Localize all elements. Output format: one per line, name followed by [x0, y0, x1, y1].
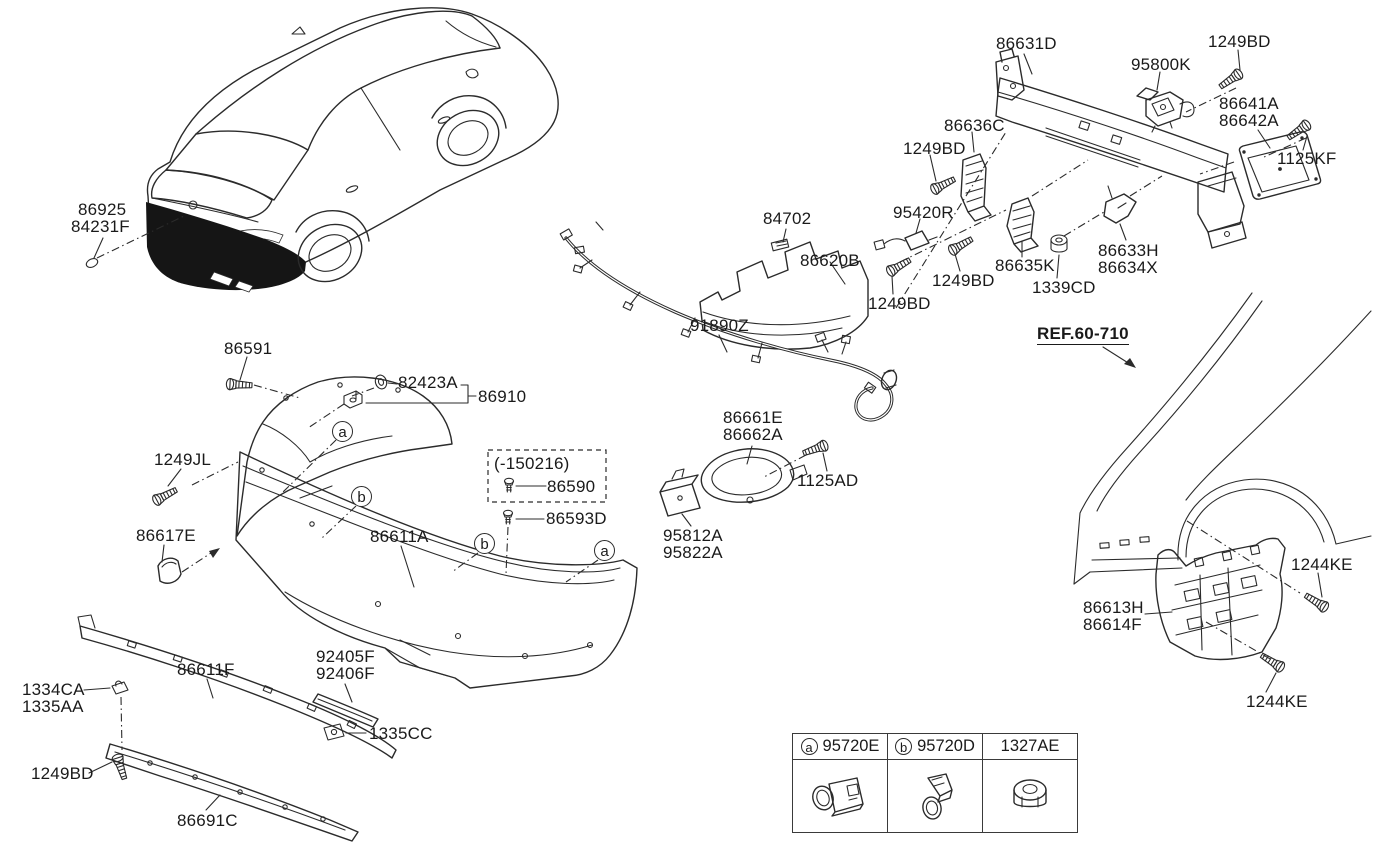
clip-1335CC	[323, 723, 345, 741]
part-label-86620B: 86620B	[800, 251, 860, 270]
part-label-1249JL: 1249JL	[154, 450, 211, 469]
legend-header-a: a 95720E	[793, 734, 888, 760]
part-label-86642A: 86642A	[1219, 111, 1279, 130]
part-label-84231F: 84231F	[71, 217, 130, 236]
part-label-95800K: 95800K	[1131, 55, 1191, 74]
bracket-86635K	[1006, 197, 1039, 253]
part-label-86634X: 86634X	[1098, 258, 1158, 277]
part-label-95822A: 95822A	[663, 543, 723, 562]
legend-header-b: b 95720D	[888, 734, 983, 760]
part-label-86635K: 86635K	[995, 256, 1055, 275]
parking-assist-module	[659, 468, 701, 517]
part-label-1339CD: 1339CD	[1032, 278, 1096, 297]
ref-callout-label: REF.60-710	[1037, 324, 1129, 345]
part-label-86614F: 86614F	[1083, 615, 1142, 634]
assembly-axis-lines	[96, 87, 1307, 751]
part-label-1249BD-4: 1249BD	[932, 271, 995, 290]
part-label-86925: 86925	[78, 200, 127, 219]
legend-cell-sensor-b	[888, 760, 983, 832]
rear-fog-lamp	[700, 448, 808, 504]
part-label-86631D: 86631D	[996, 34, 1057, 53]
bumper-under-cover	[105, 743, 359, 842]
front-fender-reference	[1073, 292, 1372, 585]
part-label-1249BD-2: 1249BD	[1208, 32, 1271, 51]
car-rear-three-quarter-view	[146, 7, 559, 293]
leader-lines	[83, 49, 1323, 811]
bumper-lower-strip	[77, 614, 397, 759]
part-label-95812A: 95812A	[663, 526, 723, 545]
rear-bumper-reinforcement-beam	[995, 48, 1247, 249]
variant-note-label: (-150216)	[494, 454, 570, 473]
legend-part-1327AE: 1327AE	[1000, 737, 1060, 755]
variant-box	[487, 449, 607, 503]
legend-marker-a: a	[800, 738, 818, 755]
parking-sensor-a-icon	[812, 777, 864, 817]
bumper-side-section	[236, 376, 453, 537]
rear-reflector	[312, 693, 379, 728]
part-label-86633H: 86633H	[1098, 241, 1159, 260]
part-label-86636C: 86636C	[944, 116, 1005, 135]
part-label-1244KE-2: 1244KE	[1246, 692, 1308, 711]
rear-bumper-cover	[235, 451, 638, 689]
part-label-86611A: 86611A	[370, 527, 429, 546]
part-label-82423A: 82423A	[398, 373, 458, 392]
bumper-side-mounting-bracket	[1155, 537, 1286, 661]
part-label-1125KF: 1125KF	[1277, 149, 1337, 168]
part-label-1335CC: 1335CC	[369, 724, 433, 743]
part-label-86661E: 86661E	[723, 408, 783, 427]
flange-nut-icon	[1013, 779, 1047, 808]
callout-marker-a2: a	[594, 540, 615, 561]
tow-hook-cover	[157, 557, 182, 584]
part-label-84702: 84702	[763, 209, 812, 228]
part-label-86611F: 86611F	[177, 660, 235, 679]
part-label-1335AA: 1335AA	[22, 697, 84, 716]
part-label-1244KE-1: 1244KE	[1291, 555, 1353, 574]
part-label-86591: 86591	[224, 339, 273, 358]
nut-86910	[343, 390, 363, 409]
nut-1339CD	[1050, 234, 1068, 253]
wiring-harness	[559, 221, 898, 422]
callout-marker-b2: b	[474, 533, 495, 554]
part-label-86590: 86590	[547, 477, 596, 496]
part-label-95420R: 95420R	[893, 203, 954, 222]
fasteners	[85, 66, 1331, 782]
legend-part-95720E: 95720E	[822, 737, 880, 755]
legend-part-95720D: 95720D	[917, 737, 975, 755]
part-label-1249BD-1: 1249BD	[31, 764, 94, 783]
part-label-86691C: 86691C	[177, 811, 238, 830]
legend-cell-sensor-a	[793, 760, 888, 832]
rear-camera-bracket-95800K	[1136, 87, 1195, 133]
parking-sensor-b-icon	[922, 773, 953, 820]
clip-1334CA	[111, 680, 129, 695]
legend-table: a 95720E b 95720D 1327AE	[792, 733, 1078, 833]
part-label-1125AD: 1125AD	[797, 471, 859, 490]
legend-header-nut: 1327AE	[983, 734, 1077, 760]
part-label-86641A: 86641A	[1219, 94, 1279, 113]
part-label-1249BD-3: 1249BD	[903, 139, 966, 158]
ref-arrowhead	[1124, 358, 1136, 368]
cover-arrowhead	[209, 548, 220, 558]
part-label-86617E: 86617E	[136, 526, 196, 545]
clip-84702	[770, 238, 790, 252]
part-label-1334CA: 1334CA	[22, 680, 85, 699]
grommet-82423A	[374, 374, 388, 390]
callout-marker-b1: b	[351, 486, 372, 507]
part-label-86910: 86910	[478, 387, 527, 406]
part-label-1249BD-5: 1249BD	[868, 294, 931, 313]
part-label-91890Z: 91890Z	[690, 316, 749, 335]
bracket-86633H	[1103, 185, 1137, 224]
impact-absorber-foam	[699, 241, 869, 350]
part-label-92406F: 92406F	[316, 664, 375, 683]
part-label-86662A: 86662A	[723, 425, 783, 444]
legend-marker-b: b	[895, 738, 913, 755]
part-label-92405F: 92405F	[316, 647, 375, 666]
part-label-86593D: 86593D	[546, 509, 607, 528]
sensor-95420R	[873, 230, 938, 251]
legend-cell-nut	[983, 760, 1077, 832]
callout-marker-a1: a	[332, 421, 353, 442]
part-label-86613H: 86613H	[1083, 598, 1144, 617]
